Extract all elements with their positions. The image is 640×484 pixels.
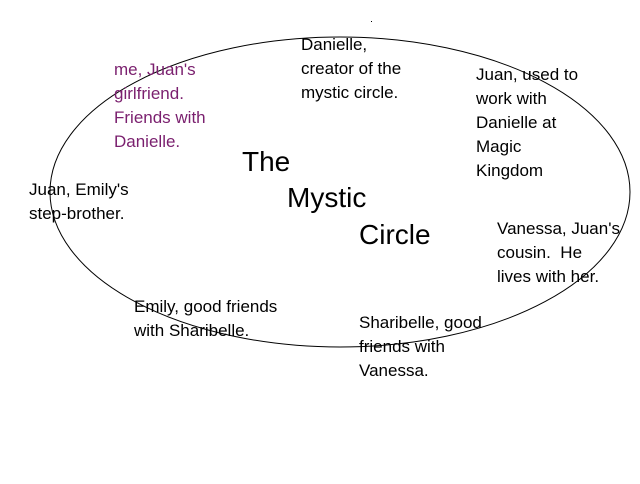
label-danielle-line3: mystic circle. bbox=[301, 83, 399, 102]
label-juan-work-line1: Juan, used to bbox=[476, 65, 579, 84]
title-line-the: The bbox=[242, 146, 291, 177]
label-juan-work-line3: Danielle at bbox=[476, 113, 557, 132]
label-me-line1: me, Juan's bbox=[114, 60, 196, 79]
label-juan-brother-line2: step-brother. bbox=[29, 204, 125, 223]
label-emily-line1: Emily, good friends bbox=[134, 297, 278, 316]
label-me-line2: girlfriend. bbox=[114, 84, 184, 103]
label-danielle-line2: creator of the bbox=[301, 59, 402, 78]
label-juan-work-line2: work with bbox=[476, 89, 547, 108]
label-sharibelle-line3: Vanessa. bbox=[359, 361, 429, 380]
label-danielle-line1: Danielle, bbox=[301, 35, 368, 54]
title-line-circle: Circle bbox=[359, 219, 431, 250]
label-vanessa-line3: lives with her. bbox=[497, 267, 600, 286]
stray-dot bbox=[371, 21, 372, 22]
label-juan-work-line5: Kingdom bbox=[476, 161, 544, 180]
label-me-line3: Friends with bbox=[114, 108, 206, 127]
label-sharibelle-line2: friends with bbox=[359, 337, 445, 356]
label-emily-line2: with Sharibelle. bbox=[134, 321, 250, 340]
label-vanessa-line1: Vanessa, Juan's bbox=[497, 219, 620, 238]
label-vanessa-line2: cousin. He bbox=[497, 243, 583, 262]
label-sharibelle-line1: Sharibelle, good bbox=[359, 313, 482, 332]
label-juan-brother-line1: Juan, Emily's bbox=[29, 180, 129, 199]
label-me-line4: Danielle. bbox=[114, 132, 181, 151]
title-line-mystic: Mystic bbox=[287, 182, 367, 213]
mystic-circle-ellipse bbox=[49, 36, 631, 348]
label-juan-work-line4: Magic bbox=[476, 137, 522, 156]
